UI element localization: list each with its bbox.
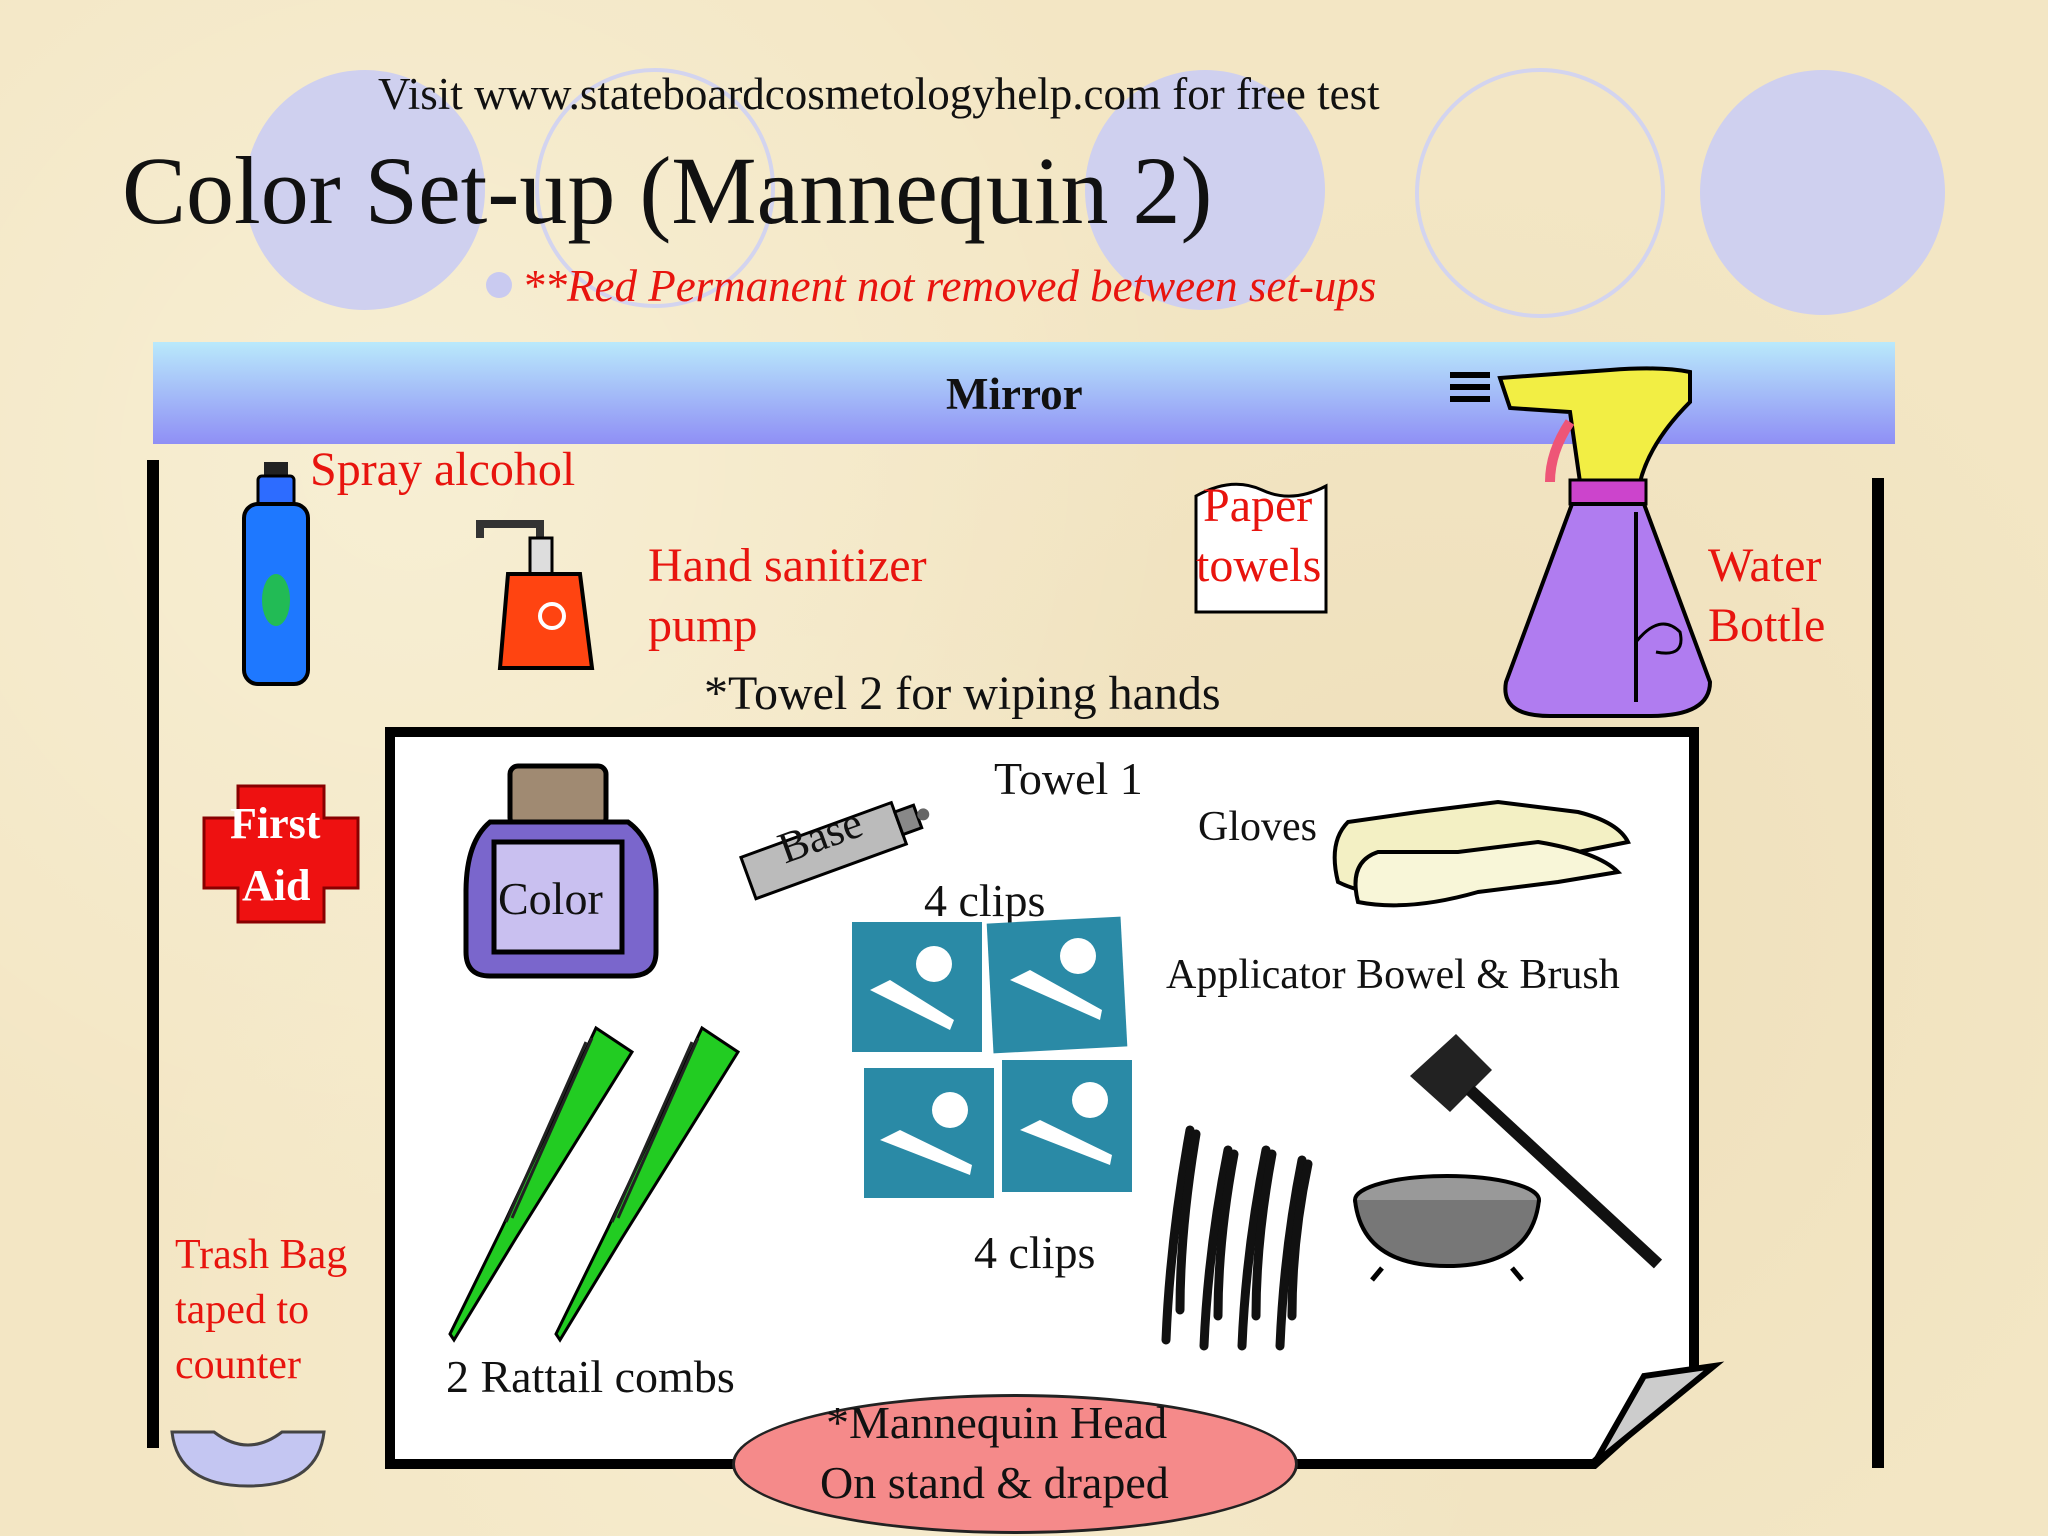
decorative-circle — [245, 70, 485, 310]
spray-alcohol-bottle-icon — [242, 462, 310, 686]
mannequin-label-line1: *Mannequin Head — [826, 1397, 1168, 1448]
gloves-icon — [1332, 799, 1631, 908]
water-bottle-label-line1: Water — [1708, 539, 1822, 592]
clips-bottom-label: 4 clips — [974, 1227, 1096, 1278]
counter-left-edge — [147, 460, 159, 1448]
page-title: Color Set-up (Mannequin 2) — [122, 137, 1213, 244]
black-clips-icon — [1161, 1125, 1313, 1351]
color-label: Color — [498, 873, 603, 924]
base-tube-icon — [739, 800, 930, 901]
hand-sanitizer-label-line1: Hand sanitizer — [648, 539, 927, 592]
visit-line: Visit www.stateboardcosmetologyhelp.com … — [378, 69, 1380, 119]
applicator-bowl-icon — [1353, 1174, 1541, 1282]
decorative-ring — [535, 68, 775, 308]
clip-tiles-icon — [852, 916, 1132, 1198]
towel-2-label: *Towel 2 for wiping hands — [704, 667, 1221, 720]
water-spray-bottle-icon — [1450, 366, 1713, 718]
color-jar-icon — [463, 763, 659, 979]
bullet-dot — [486, 272, 512, 298]
first-aid-cross-icon — [202, 784, 360, 924]
clips-top-label: 4 clips — [924, 875, 1046, 926]
applicator-brush-icon — [1410, 1034, 1663, 1269]
decorative-ring — [1415, 68, 1665, 318]
first-aid-label-line1: First — [230, 799, 321, 848]
combs-label: 2 Rattail combs — [446, 1351, 735, 1402]
trash-bag-icon — [170, 1430, 326, 1488]
hand-sanitizer-pump-icon — [476, 520, 595, 670]
towel-1-label: Towel 1 — [994, 753, 1143, 804]
mirror-label: Mirror — [946, 369, 1083, 419]
mannequin-label-line2: On stand & draped — [820, 1457, 1169, 1508]
first-aid-label-line2: Aid — [242, 861, 311, 910]
paper-towels-label-line1: Paper — [1203, 479, 1313, 532]
hand-sanitizer-label-line2: pump — [648, 599, 758, 652]
paper-towels-icon — [1194, 482, 1328, 614]
rattail-combs-icon — [448, 1025, 741, 1343]
decorative-circle — [1085, 70, 1325, 310]
note-text: **Red Permanent not removed between set-… — [522, 261, 1377, 311]
water-bottle-label-line2: Bottle — [1708, 599, 1826, 652]
mannequin-head-ellipse — [732, 1394, 1298, 1534]
trash-bag-label-line3: counter — [175, 1342, 301, 1388]
counter-right-edge — [1872, 478, 1884, 1468]
spray-alcohol-label: Spray alcohol — [310, 443, 576, 496]
trash-bag-label-line1: Trash Bag — [175, 1232, 348, 1278]
trash-bag-label-line2: taped to — [175, 1287, 310, 1333]
gloves-label: Gloves — [1198, 804, 1317, 850]
applicator-label: Applicator Bowel & Brush — [1166, 952, 1620, 998]
paper-towels-label-line2: towels — [1196, 539, 1322, 592]
decorative-circle — [1700, 70, 1945, 315]
